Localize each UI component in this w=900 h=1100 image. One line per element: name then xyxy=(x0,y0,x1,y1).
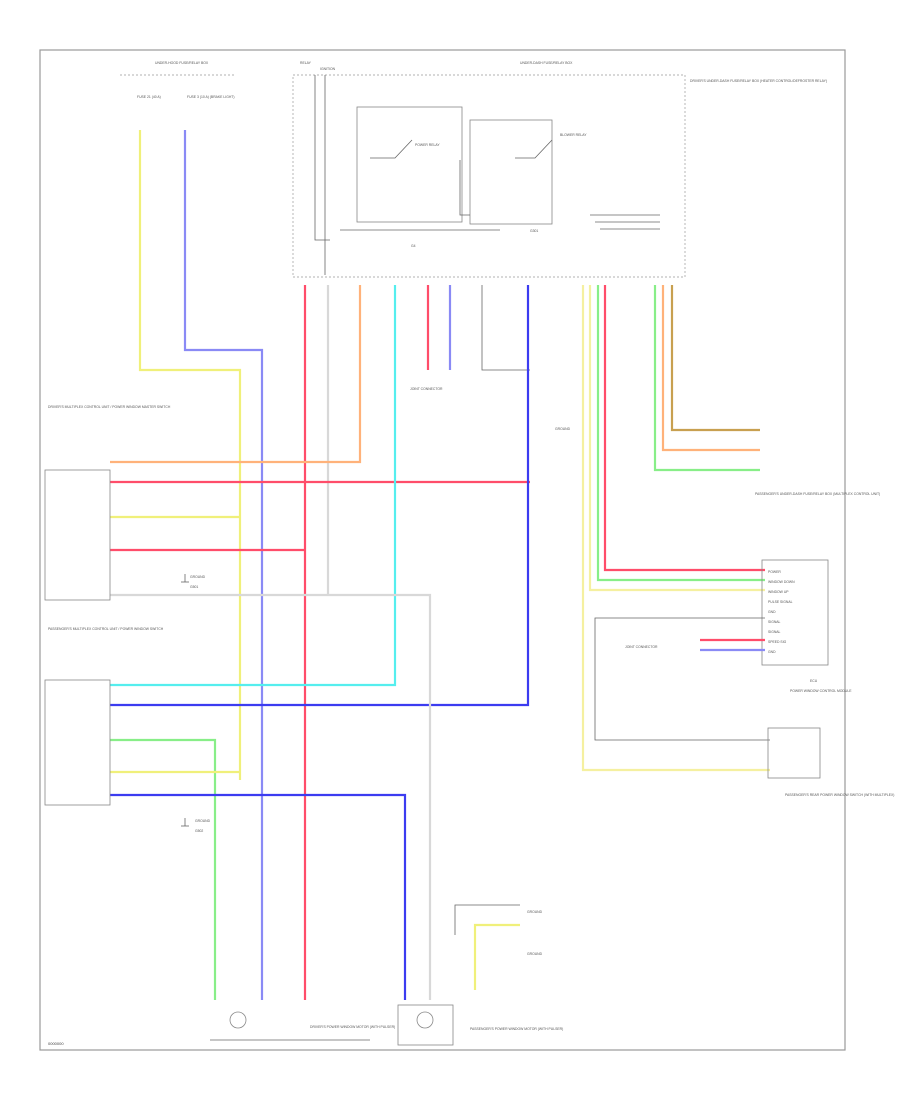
diagram-code: 0000000 xyxy=(48,1041,64,1046)
ecu-pin-4: PULSE SIGNAL xyxy=(768,600,793,604)
fuse-box-left-title: UNDER-HOOD FUSE/RELAY BOX xyxy=(155,61,209,65)
gnd-center-label: G4 xyxy=(411,244,416,248)
relay-b-switch xyxy=(515,139,553,159)
joint-right-label: JOINT CONNECTOR xyxy=(625,645,658,649)
power-relay-box xyxy=(356,106,463,223)
right-upper-module-label: PASSENGER'S UNDER-DASH FUSE/RELAY BOX (M… xyxy=(755,492,880,496)
gnd-left-sub-a: G501 xyxy=(190,585,198,589)
relay-a-label: POWER RELAY xyxy=(415,143,440,147)
wire-red-right xyxy=(603,285,765,572)
wire-blue-bottom xyxy=(110,793,407,1000)
ecu-box xyxy=(761,559,829,666)
relay-a-switch xyxy=(370,139,413,159)
gnd-bottom-b: GROUND xyxy=(527,952,543,956)
ground-right-label: G301 xyxy=(530,229,538,233)
motor-left-icon xyxy=(229,1011,247,1029)
blower-relay-box xyxy=(469,119,553,225)
fuse-mid-a-label: RELAY xyxy=(300,61,312,65)
wire-green-lower-left xyxy=(110,738,217,1000)
ground-symbol-left-a xyxy=(181,574,189,583)
wire-orange-right-upper xyxy=(661,285,760,452)
relay-wire-d xyxy=(459,160,470,216)
motor-left-label: DRIVER'S POWER WINDOW MOTOR (WITH PULSER… xyxy=(310,1025,395,1029)
wire-paleyellow-right-b xyxy=(588,285,765,592)
fuse-left-a-label: FUSE 21 (40 A) xyxy=(137,95,161,99)
diagram-frame xyxy=(39,49,846,1051)
wire-bottom-right-b xyxy=(473,923,520,990)
wire-green-right-upper xyxy=(653,285,760,472)
ecu-pin-3: WINDOW UP xyxy=(768,590,789,594)
motor-right-label: PASSENGER'S POWER WINDOW MOTOR (WITH PUL… xyxy=(470,1027,563,1031)
gnd-left-sub-b: G502 xyxy=(195,829,203,833)
rear-switch-box xyxy=(767,727,821,779)
ecu-sub: POWER WINDOW CONTROL MODULE xyxy=(790,689,852,693)
ecu-pin-9: GND xyxy=(768,650,776,654)
motor-right-icon xyxy=(416,1011,434,1029)
wire-orange-upper xyxy=(110,285,362,464)
ecu-pin-7: SIGNAL xyxy=(768,630,781,634)
gnd-left-b-label: GROUND xyxy=(195,819,211,823)
left-switch-a-label: DRIVER'S MULTIPLEX CONTROL UNIT / POWER … xyxy=(48,405,171,409)
wire-blue-main xyxy=(110,285,530,707)
under-dash-fuse-box xyxy=(292,74,686,278)
joint-mid-wire xyxy=(481,285,530,371)
wire-yellow-left xyxy=(138,130,242,780)
wire-lightblue-left xyxy=(183,130,264,1000)
wire-cyan xyxy=(110,285,397,687)
wire-olive-right-upper xyxy=(670,285,760,432)
ecu-pin-1: POWER xyxy=(768,570,781,574)
fuse-top-right-label: UNDER-DASH FUSE/RELAY BOX xyxy=(520,61,573,65)
right-lower-switch-label: PASSENGER'S REAR POWER WINDOW SWITCH (WI… xyxy=(785,793,894,797)
ecu-pin-5: GND xyxy=(768,610,776,614)
wire-paleyellow-right xyxy=(581,285,770,772)
ground-symbol-left-b xyxy=(181,818,189,827)
joint-mid-label: JOINT CONNECTOR xyxy=(410,387,443,391)
ecu-pin-8: SPEED SIG xyxy=(768,640,787,644)
relay-b-label: BLOWER RELAY xyxy=(560,133,587,137)
wire-gray-lower xyxy=(110,593,432,1000)
left-switch-box-b xyxy=(44,679,111,806)
fuse-mid-b-label: IGNITION xyxy=(320,67,336,71)
right-box-label: DRIVER'S UNDER-DASH FUSE/RELAY BOX (HEAT… xyxy=(690,79,827,83)
ecu-pin-2: WINDOW DOWN xyxy=(768,580,795,584)
wire-bottom-right-a xyxy=(454,904,520,935)
gnd-bottom-a: GROUND xyxy=(527,910,543,914)
wire-gray-loop-right xyxy=(594,617,770,741)
wire-green-right xyxy=(596,285,765,582)
gnd-left-a-label: GROUND xyxy=(190,575,206,579)
left-switch-b-label: PASSENGER'S MULTIPLEX CONTROL UNIT / POW… xyxy=(48,627,164,631)
gnd-mid-relay-label: GROUND xyxy=(555,427,571,431)
fuse-left-b-label: FUSE 3 (10 A) (BRAKE LIGHT) xyxy=(187,95,234,99)
motor-right-box xyxy=(397,1004,454,1046)
ecu-name: ECU xyxy=(810,679,818,683)
relay-wire-a xyxy=(314,75,330,241)
left-switch-box-a xyxy=(44,469,111,601)
ecu-pin-6: SIGNAL xyxy=(768,620,781,624)
